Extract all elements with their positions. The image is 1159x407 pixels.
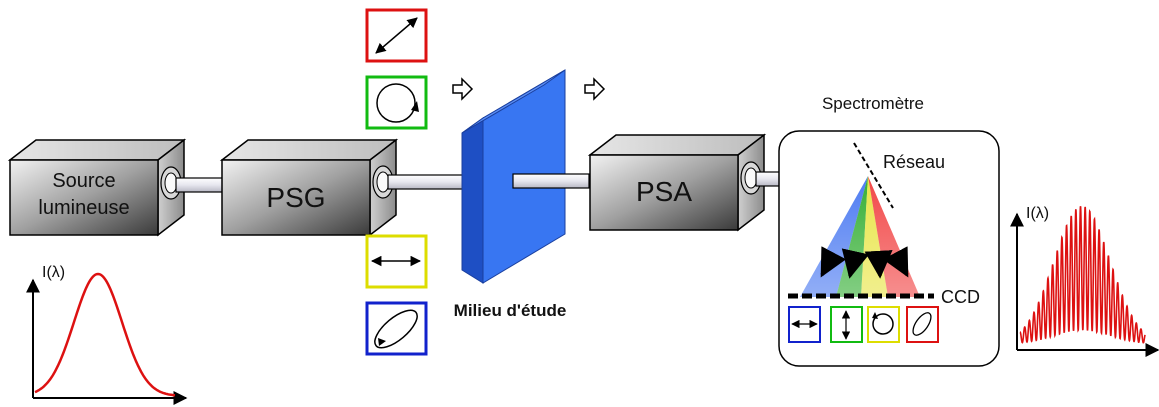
source-box: Source lumineuse: [7, 138, 187, 237]
propagation-arrow-1: [452, 77, 474, 101]
spectrometer: Spectromètre Réseau CCD: [778, 94, 1000, 367]
pol-state-elliptical: [365, 301, 428, 356]
right-intensity-label: I(λ): [1026, 205, 1049, 222]
psg-box: PSG: [219, 138, 399, 237]
ccd-pol-elliptical: [906, 306, 939, 343]
beam-blue: [800, 176, 868, 297]
ccd-label: CCD: [941, 287, 980, 307]
source-label-line2: lumineuse: [38, 197, 129, 219]
ccd-pol-circular: [867, 306, 900, 343]
pol-state-diagonal: [365, 8, 428, 63]
pol-state-circular: [365, 75, 428, 130]
psa-box: PSA: [587, 133, 767, 232]
grating: [853, 142, 894, 209]
fiber-source-psg: [175, 177, 229, 193]
output-spectrum-plot: I(λ): [1010, 205, 1159, 357]
spectrometer-label: Spectromètre: [822, 94, 924, 113]
propagation-arrow-2: [584, 77, 606, 101]
source-label-line1: Source: [52, 170, 115, 192]
ccd-pol-vertical: [830, 306, 863, 343]
fiber-medium-psa: [512, 173, 590, 189]
gaussian-curve: [34, 272, 176, 397]
fiber-psg-medium: [387, 174, 465, 190]
ccd-pol-horizontal: [788, 306, 821, 343]
input-spectrum-plot: I(λ): [26, 264, 188, 405]
grating-label: Réseau: [883, 152, 945, 172]
medium-label: Milieu d'étude: [454, 301, 567, 320]
psg-label: PSG: [266, 182, 325, 213]
left-intensity-label: I(λ): [42, 264, 65, 281]
psa-label: PSA: [636, 176, 692, 207]
pol-state-horizontal: [365, 234, 428, 289]
channeled-spectrum-curve: [1019, 206, 1146, 344]
